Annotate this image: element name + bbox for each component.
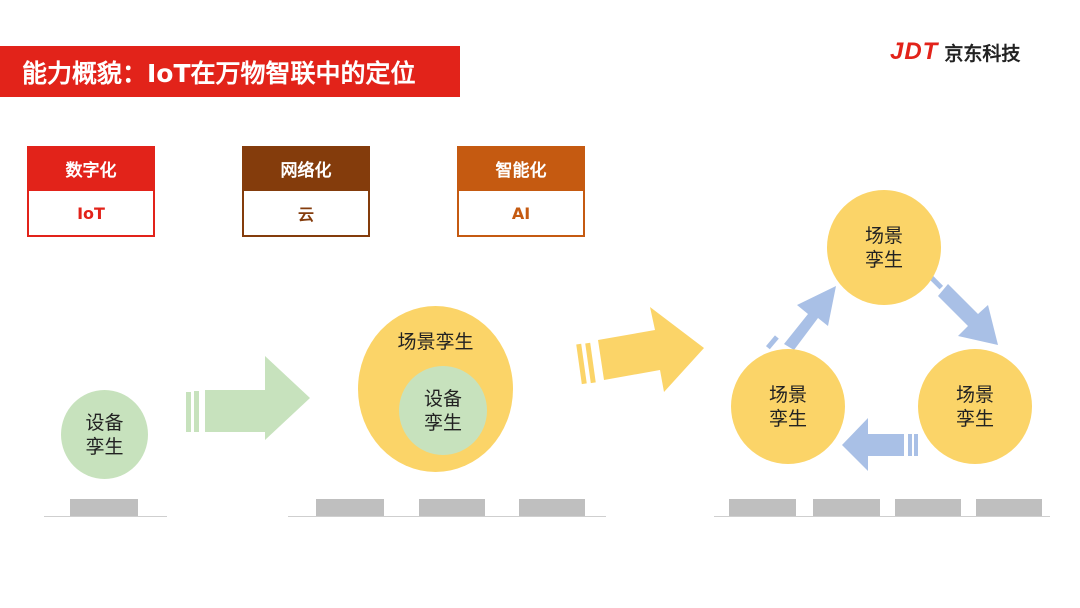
scene-twin-label: 场景 孪生 bbox=[955, 383, 994, 430]
brand-logo: JDT 京东科技 bbox=[890, 38, 1020, 66]
ground-line bbox=[288, 516, 606, 517]
capability-head: 智能化 bbox=[457, 146, 585, 191]
scene-twin-label: 场景 孪生 bbox=[864, 224, 903, 271]
device-twin-label: 设备 孪生 bbox=[85, 411, 124, 458]
blue-arrow-up bbox=[765, 286, 836, 350]
device-block bbox=[729, 499, 796, 516]
scene-twin-label: 场景孪生 bbox=[397, 331, 474, 353]
ground-line bbox=[714, 516, 1050, 517]
device-block bbox=[976, 499, 1042, 516]
device-block bbox=[895, 499, 961, 516]
scene-twin-circle-top: 场景 孪生 bbox=[827, 190, 941, 305]
capability-head: 网络化 bbox=[242, 146, 370, 191]
blue-arrow-down bbox=[929, 275, 998, 345]
device-block bbox=[316, 499, 384, 516]
inner-device-twin-circle: 设备 孪生 bbox=[399, 366, 487, 455]
capability-networking: 网络化 云 bbox=[242, 146, 370, 237]
capability-intelligence: 智能化 AI bbox=[457, 146, 585, 237]
capability-head: 数字化 bbox=[27, 146, 155, 191]
device-twin-circle: 设备 孪生 bbox=[61, 390, 148, 479]
device-block bbox=[519, 499, 585, 516]
device-block bbox=[419, 499, 485, 516]
inner-device-twin-label: 设备 孪生 bbox=[423, 387, 462, 434]
yellow-arrow bbox=[576, 307, 704, 392]
capability-body: IoT bbox=[27, 191, 155, 237]
capability-body: AI bbox=[457, 191, 585, 237]
scene-twin-circle-left: 场景 孪生 bbox=[731, 349, 845, 464]
device-block bbox=[70, 499, 138, 516]
capability-digitalization: 数字化 IoT bbox=[27, 146, 155, 237]
ground-line bbox=[44, 516, 167, 517]
logo-text: 京东科技 bbox=[944, 42, 1021, 65]
capability-body: 云 bbox=[242, 191, 370, 237]
green-arrow bbox=[186, 356, 310, 440]
blue-arrow-left bbox=[842, 418, 918, 471]
logo-mark: JDT bbox=[890, 38, 939, 65]
scene-twin-circle-right: 场景 孪生 bbox=[918, 349, 1032, 464]
page-title: 能力概貌：IoT在万物智联中的定位 bbox=[0, 46, 460, 97]
device-block bbox=[813, 499, 880, 516]
scene-twin-label: 场景 孪生 bbox=[768, 383, 807, 430]
